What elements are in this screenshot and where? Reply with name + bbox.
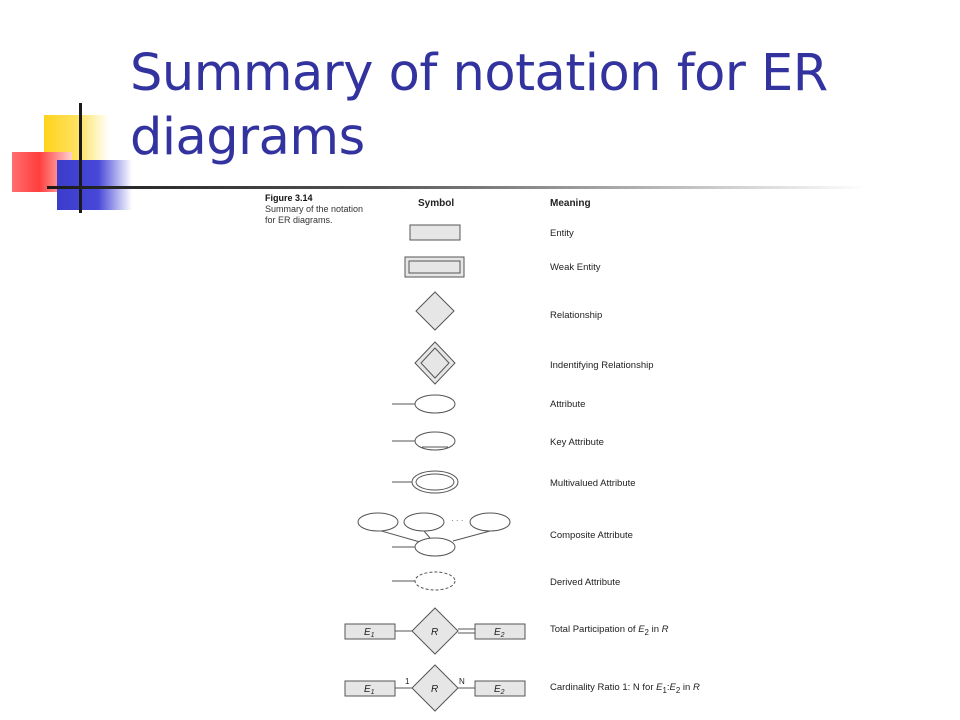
relationship-symbol (415, 291, 455, 331)
meaning-cardinality-prefix: Cardinality Ratio 1: N for (550, 682, 657, 693)
identifying-relationship-symbol (414, 341, 456, 385)
meaning-attribute: Attribute (550, 399, 586, 410)
title-underline-rule (47, 186, 867, 189)
weak-entity-symbol (404, 256, 465, 278)
meaning-cardinality-sub: 1 (662, 685, 667, 695)
decor-vertical-rule (79, 103, 82, 213)
meaning-cardinality-var: E (656, 682, 663, 693)
tp-e1-label: E1 (364, 627, 375, 639)
attribute-symbol (392, 394, 456, 414)
meaning-total-participation-suffix: in (648, 624, 662, 635)
meaning-key-attribute: Key Attribute (550, 437, 604, 448)
meaning-cardinality-sub-b: 2 (675, 685, 681, 695)
meaning-total-participation-sub: 2 (644, 627, 649, 637)
meaning-derived-attribute: Derived Attribute (550, 577, 621, 588)
key-attribute-symbol (392, 431, 456, 451)
figure-caption-text: Summary of the notation for ER diagrams. (265, 204, 364, 225)
figure-caption-label: Figure 3.14 (265, 193, 313, 203)
cr-e1-label: E1 (364, 684, 375, 696)
meaning-cardinality-mid: : (666, 682, 670, 693)
meaning-weak-entity: Weak Entity (550, 262, 601, 273)
meaning-cardinality-var-b: E (669, 682, 676, 693)
cr-one-label: 1 (405, 677, 410, 686)
slide-title: Summary of notation for ER diagrams (130, 44, 828, 167)
derived-attribute-symbol (392, 571, 456, 591)
cr-r-label: R (431, 684, 438, 695)
cr-e2-label: E2 (494, 684, 505, 696)
tp-e2-label: E2 (494, 627, 505, 639)
figure-caption: Figure 3.14 Summary of the notation for … (265, 193, 365, 226)
entity-symbol (409, 224, 461, 241)
total-participation-symbol: E1 R E2 (344, 607, 526, 655)
symbol-column-header: Symbol (418, 198, 455, 209)
meaning-total-participation-prefix: Total Participation of (550, 624, 639, 635)
cardinality-ratio-symbol: E1 R E2 1 N (344, 664, 526, 712)
meaning-identifying-relationship: Indentifying Relationship (550, 360, 654, 371)
meaning-total-participation: Total Participation of E2 in R (550, 624, 669, 637)
meaning-cardinality-ratio: Cardinality Ratio 1: N for E1:E2 in R (550, 682, 700, 695)
tp-r-label: R (431, 627, 438, 638)
meaning-cardinality-var2: R (692, 682, 700, 693)
meaning-relationship: Relationship (550, 310, 603, 321)
meaning-entity: Entity (550, 228, 574, 239)
composite-attribute-symbol: · · · (357, 512, 511, 557)
meaning-cardinality-suffix: in (680, 682, 693, 693)
meaning-composite-attribute: Composite Attribute (550, 530, 633, 541)
decor-blue-square (57, 160, 132, 210)
meaning-multivalued-attribute: Multivalued Attribute (550, 478, 636, 489)
multivalued-attribute-symbol (392, 470, 459, 494)
composite-ellipsis: · · · (451, 516, 463, 525)
meaning-column-header: Meaning (550, 198, 591, 209)
cr-n-label: N (459, 677, 465, 686)
meaning-total-participation-var: E (638, 624, 645, 635)
meaning-total-participation-var2: R (661, 624, 669, 635)
